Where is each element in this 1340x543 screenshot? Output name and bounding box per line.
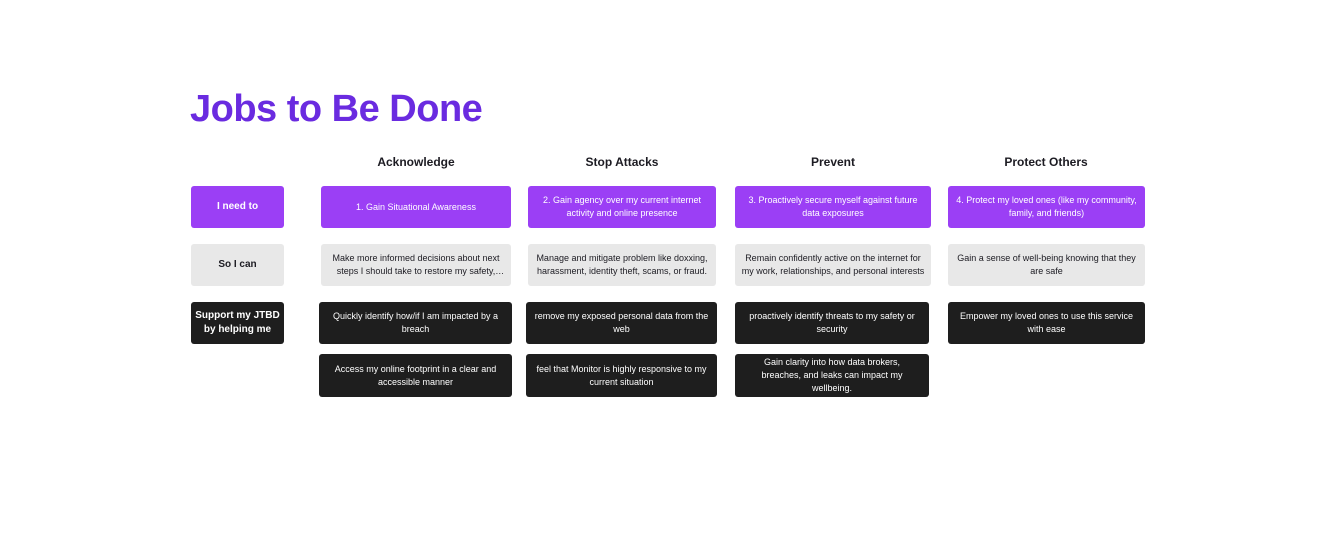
row-label-need-to: I need to — [191, 186, 284, 228]
need-card-acknowledge: 1. Gain Situational Awareness — [321, 186, 511, 228]
support-card-prevent-2: Gain clarity into how data brokers, brea… — [735, 354, 929, 397]
so-card-protect-others: Gain a sense of well-being knowing that … — [948, 244, 1145, 286]
need-card-protect-others: 4. Protect my loved ones (like my commun… — [948, 186, 1145, 228]
row-label-so-i-can: So I can — [191, 244, 284, 286]
need-card-stop-attacks: 2. Gain agency over my current internet … — [528, 186, 716, 228]
support-card-prevent-1: proactively identify threats to my safet… — [735, 302, 929, 344]
page-title: Jobs to Be Done — [190, 88, 483, 130]
column-header-prevent: Prevent — [810, 155, 856, 169]
column-header-stop-attacks: Stop Attacks — [585, 155, 659, 169]
support-card-stop-attacks-2: feel that Monitor is highly responsive t… — [526, 354, 717, 397]
column-header-protect-others: Protect Others — [1004, 155, 1088, 169]
column-header-acknowledge: Acknowledge — [377, 155, 455, 169]
so-card-stop-attacks: Manage and mitigate problem like doxxing… — [528, 244, 716, 286]
support-card-acknowledge-2: Access my online footprint in a clear an… — [319, 354, 512, 397]
support-card-protect-others-1: Empower my loved ones to use this servic… — [948, 302, 1145, 344]
support-card-acknowledge-1: Quickly identify how/if I am impacted by… — [319, 302, 512, 344]
need-card-prevent: 3. Proactively secure myself against fut… — [735, 186, 931, 228]
row-label-support: Support my JTBD by helping me — [191, 302, 284, 344]
support-card-stop-attacks-1: remove my exposed personal data from the… — [526, 302, 717, 344]
so-card-acknowledge: Make more informed decisions about next … — [321, 244, 511, 286]
so-card-prevent: Remain confidently active on the interne… — [735, 244, 931, 286]
